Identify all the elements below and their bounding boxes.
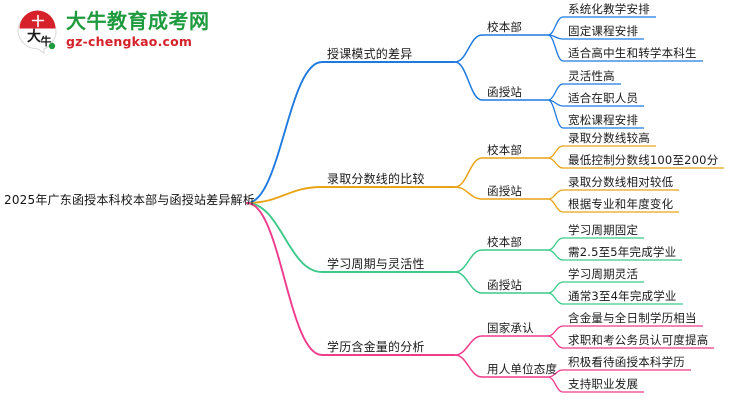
mindmap-edge (547, 281, 564, 294)
mindmap-node-level1[interactable]: 授课模式的差异 (327, 47, 413, 61)
mindmap-edge (547, 34, 564, 62)
mindmap-edge (246, 202, 323, 356)
svg-text:牛: 牛 (41, 34, 52, 48)
mindmap-edge (454, 186, 483, 200)
mindmap-node-level2[interactable]: 函授站 (487, 278, 523, 292)
mindmap-root-label[interactable]: 2025年广东函授本科校本部与函授站差异解析 (4, 193, 255, 207)
mindmap-edge (547, 145, 564, 159)
mindmap-node-leaf[interactable]: 录取分数线较高 (568, 131, 650, 145)
mindmap-edge (454, 354, 483, 378)
mindmap-node-leaf[interactable]: 系统化教学安排 (568, 2, 650, 16)
site-logo: 大 牛 大牛教育成考网 gz-chengkao.com (12, 6, 232, 56)
mindmap-edge (454, 61, 483, 101)
mindmap-edge (547, 83, 564, 101)
mindmap-edge (454, 335, 483, 356)
mindmap-node-leaf[interactable]: 灵活性高 (568, 69, 615, 83)
mindmap-node-leaf[interactable]: 最低控制分数线100至200分 (568, 153, 719, 167)
mindmap-node-leaf[interactable]: 固定课程安排 (568, 24, 639, 38)
mindmap-node-level2[interactable]: 函授站 (487, 85, 523, 99)
mindmap-edge (454, 249, 483, 273)
mindmap-node-leaf[interactable]: 宽松课程安排 (568, 113, 639, 127)
mindmap-edge (547, 198, 564, 213)
mindmap-node-level2[interactable]: 校本部 (487, 235, 523, 249)
mindmap-node-leaf[interactable]: 适合高中生和转学本科生 (568, 46, 697, 60)
svg-text:大: 大 (27, 28, 41, 45)
mindmap-node-leaf[interactable]: 支持职业发展 (568, 377, 639, 391)
mindmap-node-leaf[interactable]: 通常3至4年完成学业 (568, 289, 677, 303)
mindmap-node-level2[interactable]: 校本部 (487, 20, 523, 34)
mindmap-edge (454, 271, 483, 294)
mindmap-node-leaf[interactable]: 需2.5至5年完成学业 (568, 245, 677, 259)
mindmap-node-level1[interactable]: 学习周期与灵活性 (327, 257, 425, 271)
mindmap-edge (547, 376, 564, 393)
mindmap-node-leaf[interactable]: 根据专业和年度变化 (568, 197, 674, 211)
mindmap-node-leaf[interactable]: 含金量与全日制学历相当 (568, 311, 697, 325)
mindmap-node-leaf[interactable]: 学习周期固定 (568, 223, 639, 237)
mindmap-edge (246, 202, 323, 273)
mindmap-edge (547, 325, 564, 337)
mindmap-node-level2[interactable]: 国家承认 (487, 321, 534, 335)
mindmap-edge (547, 237, 564, 251)
logo-company-name: 大牛教育成考网 (66, 9, 210, 33)
mindmap-node-leaf[interactable]: 求职和考公务员认可度提高 (568, 333, 709, 347)
mindmap-edge (547, 16, 564, 36)
mindmap-edge (246, 186, 323, 204)
mindmap-node-level2[interactable]: 函授站 (487, 184, 523, 198)
mindmap-edge (547, 189, 564, 200)
mindmap-node-level1[interactable]: 学历含金量的分析 (327, 340, 425, 354)
mindmap-node-leaf[interactable]: 学习周期灵活 (568, 267, 639, 281)
mindmap-node-leaf[interactable]: 录取分数线相对较低 (568, 175, 674, 189)
mindmap-edge (547, 249, 564, 261)
mindmap-edge (547, 99, 564, 129)
daniu-logo-mark-icon: 大 牛 (17, 10, 57, 54)
mindmap-node-level2[interactable]: 校本部 (487, 143, 523, 157)
mindmap-edge (246, 61, 323, 204)
mindmap-edge (547, 335, 564, 349)
logo-domain: gz-chengkao.com (66, 34, 193, 49)
mindmap-edge (454, 34, 483, 63)
mindmap-edge (547, 292, 564, 305)
mindmap-node-leaf[interactable]: 适合在职人员 (568, 91, 639, 105)
mindmap-node-level2[interactable]: 用人单位态度 (487, 362, 558, 376)
mindmap-edge (454, 157, 483, 188)
mindmap-edge (547, 157, 564, 169)
mindmap-node-leaf[interactable]: 积极看待函授本科学历 (568, 355, 685, 369)
mindmap-node-level1[interactable]: 录取分数线的比较 (327, 172, 425, 186)
